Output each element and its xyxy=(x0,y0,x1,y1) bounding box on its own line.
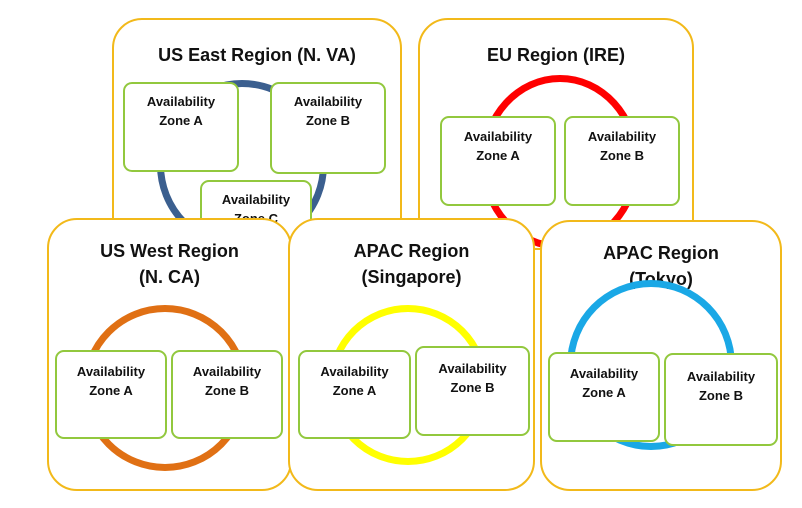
zone-label: Availability Zone B xyxy=(438,361,507,395)
availability-zone-a: Availability Zone A xyxy=(123,82,239,172)
zone-label: Availability Zone B xyxy=(686,369,756,403)
region-title: US East Region (N. VA) xyxy=(158,45,356,65)
region-us-west: US West Region (N. CA) Availability Zone… xyxy=(47,218,292,491)
availability-zone-a: Availability Zone A xyxy=(298,350,411,439)
region-title: APAC Region (Singapore) xyxy=(353,241,470,287)
availability-zone-b: Availability Zone B xyxy=(171,350,283,439)
zone-label: Availability Zone B xyxy=(293,94,363,128)
zone-label: Availability Zone A xyxy=(463,129,533,163)
availability-zone-a: Availability Zone A xyxy=(548,352,660,442)
region-title: EU Region (IRE) xyxy=(487,45,625,65)
availability-zone-b: Availability Zone B xyxy=(415,346,530,436)
availability-zone-b: Availability Zone B xyxy=(564,116,680,206)
zone-label: Availability Zone A xyxy=(569,366,639,400)
availability-zone-b: Availability Zone B xyxy=(270,82,386,174)
availability-zone-a: Availability Zone A xyxy=(55,350,167,439)
zone-label: Availability Zone A xyxy=(320,364,389,398)
zone-label: Availability Zone A xyxy=(76,364,146,398)
region-apac-singapore: APAC Region (Singapore) Availability Zon… xyxy=(288,218,535,491)
availability-zone-a: Availability Zone A xyxy=(440,116,556,206)
region-title: US West Region (N. CA) xyxy=(100,241,239,287)
zone-label: Availability Zone B xyxy=(587,129,657,163)
availability-zone-b: Availability Zone B xyxy=(664,353,778,446)
region-apac-tokyo: APAC Region (Tokyo) Availability Zone A … xyxy=(540,220,782,491)
zone-label: Availability Zone A xyxy=(146,94,216,128)
zone-label: Availability Zone B xyxy=(192,364,262,398)
region-eu: EU Region (IRE) Availability Zone A Avai… xyxy=(418,18,694,250)
